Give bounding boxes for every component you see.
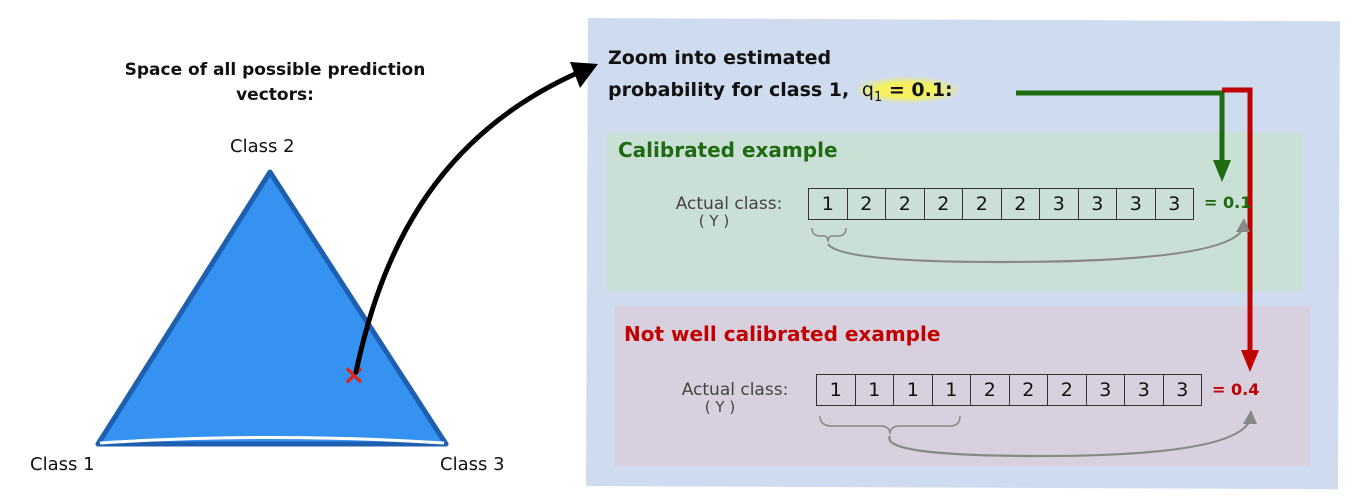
calibrated-y-label: ( Y ): [698, 212, 730, 230]
not-calibrated-y-label: ( Y ): [704, 398, 736, 416]
class-cell: 2: [1002, 189, 1040, 219]
not-calibrated-actual-label-text: Actual class:: [681, 380, 789, 400]
prediction-marker: ×: [342, 358, 365, 391]
not-calibrated-count-arrow-head: [1243, 410, 1257, 424]
class-cell: 1: [933, 375, 971, 405]
zoom-title-line-2: probability for class 1, q1 = 0.1:: [608, 74, 959, 114]
class-cell: 1: [894, 375, 933, 405]
class-cell: 3: [1079, 189, 1117, 219]
zoom-arrow: [353, 71, 578, 375]
class-cell: 3: [1176, 379, 1189, 401]
calibrated-title: Calibrated example: [618, 138, 838, 162]
class-cell: 1: [817, 375, 856, 405]
green-arrow-head: [1213, 160, 1231, 182]
calibrated-result: = 0.1: [1204, 193, 1252, 212]
not-calibrated-result: = 0.4: [1212, 380, 1260, 399]
red-arrow-head: [1241, 350, 1259, 372]
red-arrow: [1222, 87, 1253, 354]
zoom-arrow-head: [570, 62, 598, 88]
calibrated-count-arrow: [827, 227, 1245, 264]
not-calibrated-actual-class-label: Actual class: ( Y ): [660, 382, 810, 416]
class-cell: 2: [971, 375, 1010, 405]
zoom-title-line-1: Zoom into estimated: [608, 47, 832, 69]
calibrated-panel: [606, 132, 1302, 292]
class-cell: 3: [1125, 375, 1164, 405]
calibrated-count-arrow-head: [1236, 218, 1250, 232]
calibrated-actual-label-text: Actual class:: [675, 194, 783, 214]
class-cell: 1: [809, 189, 848, 219]
class-cell: 3: [1168, 193, 1181, 215]
calibrated-actual-class-label: Actual class: ( Y ): [654, 196, 804, 230]
calibrated-brace: [811, 227, 847, 243]
green-arrow: [1016, 90, 1225, 165]
triangle-base-highlight: [99, 436, 445, 445]
q1-highlight: q1 = 0.1:: [855, 77, 959, 105]
class-cell: 2: [925, 189, 963, 219]
class-cell: 2: [886, 189, 925, 219]
zoom-title: Zoom into estimated probability for clas…: [608, 42, 959, 114]
class-cell: 3: [1040, 189, 1079, 219]
class-cell: 3: [1087, 375, 1125, 405]
q-symbol: q: [861, 79, 874, 101]
class-cell: 2: [848, 189, 886, 219]
not-calibrated-count-arrow: [888, 419, 1252, 458]
q-subscript: 1: [873, 89, 883, 105]
not-calibrated-panel: [614, 306, 1310, 466]
not-calibrated-brace: [819, 415, 961, 435]
probability-simplex-triangle: [95, 169, 449, 447]
vertex-label-class-1: Class 1: [30, 454, 95, 475]
simplex-title-line-2: vectors:: [236, 85, 314, 105]
q-value: = 0.1:: [888, 79, 953, 101]
simplex-title-line-1: Space of all possible prediction: [124, 60, 426, 80]
class-cell: 2: [1048, 375, 1087, 405]
class-cell: 1: [856, 375, 894, 405]
vertex-label-class-3: Class 3: [440, 454, 505, 475]
class-cell: 2: [1010, 375, 1048, 405]
class-cell: 3: [1117, 189, 1156, 219]
not-calibrated-title: Not well calibrated example: [624, 322, 941, 346]
class-cell: 2: [963, 189, 1002, 219]
vertex-label-class-2: Class 2: [230, 136, 295, 157]
simplex-title: Space of all possible prediction vectors…: [70, 58, 480, 108]
zoom-title-prefix: probability for class 1,: [608, 79, 850, 101]
